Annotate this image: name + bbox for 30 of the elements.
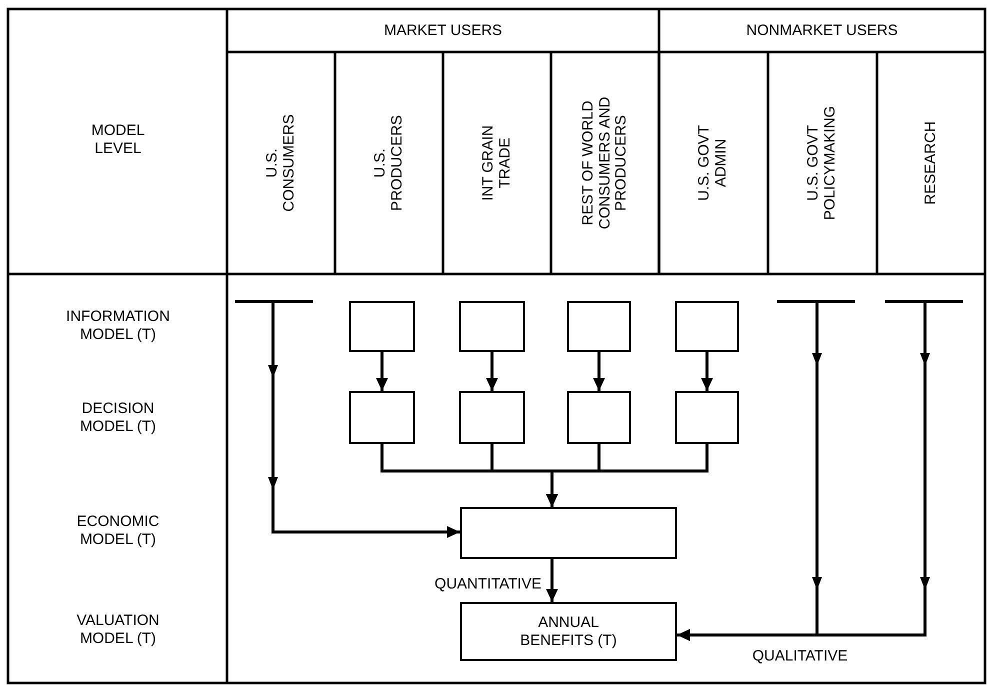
- table-header: ECONOMIC MODEL (T): [76, 513, 160, 549]
- column-header: U.S. CONSUMERS: [264, 113, 298, 214]
- column-header: U.S. GOVT ADMIN: [696, 124, 730, 203]
- box-label: ANNUAL BENEFITS (T): [519, 614, 618, 650]
- column-header: RESEARCH: [922, 120, 940, 207]
- table-header: MARKET USERS: [382, 22, 504, 40]
- empty-box: [675, 301, 739, 352]
- empty-box: [567, 391, 631, 444]
- empty-box: [567, 301, 631, 352]
- empty-box: [459, 391, 525, 444]
- column-header: U.S. PRODUCERS: [372, 114, 406, 213]
- empty-box: [460, 507, 677, 559]
- bar-line: [235, 300, 313, 303]
- table-header: NONMARKET USERS: [745, 22, 899, 40]
- empty-box: [675, 391, 739, 444]
- bar-line: [885, 300, 963, 303]
- bar-line: [777, 300, 855, 303]
- column-header: U.S. GOVT POLICYMAKING: [806, 104, 838, 222]
- column-header: INT GRAIN TRADE: [480, 124, 514, 203]
- table-header: INFORMATION MODEL (T): [65, 308, 171, 344]
- edge-label: QUANTITATIVE: [432, 576, 544, 592]
- empty-box: [459, 301, 525, 352]
- table-header: MODEL LEVEL: [90, 122, 146, 158]
- edge-label: QUALITATIVE: [750, 648, 850, 664]
- table-header: DECISION MODEL (T): [78, 400, 158, 436]
- table-header: VALUATION MODEL (T): [76, 612, 160, 648]
- process-box: [460, 602, 677, 661]
- empty-box: [349, 391, 415, 444]
- column-header: REST OF WORLD CONSUMERS AND PRODUCERS: [580, 96, 630, 232]
- empty-box: [349, 301, 415, 352]
